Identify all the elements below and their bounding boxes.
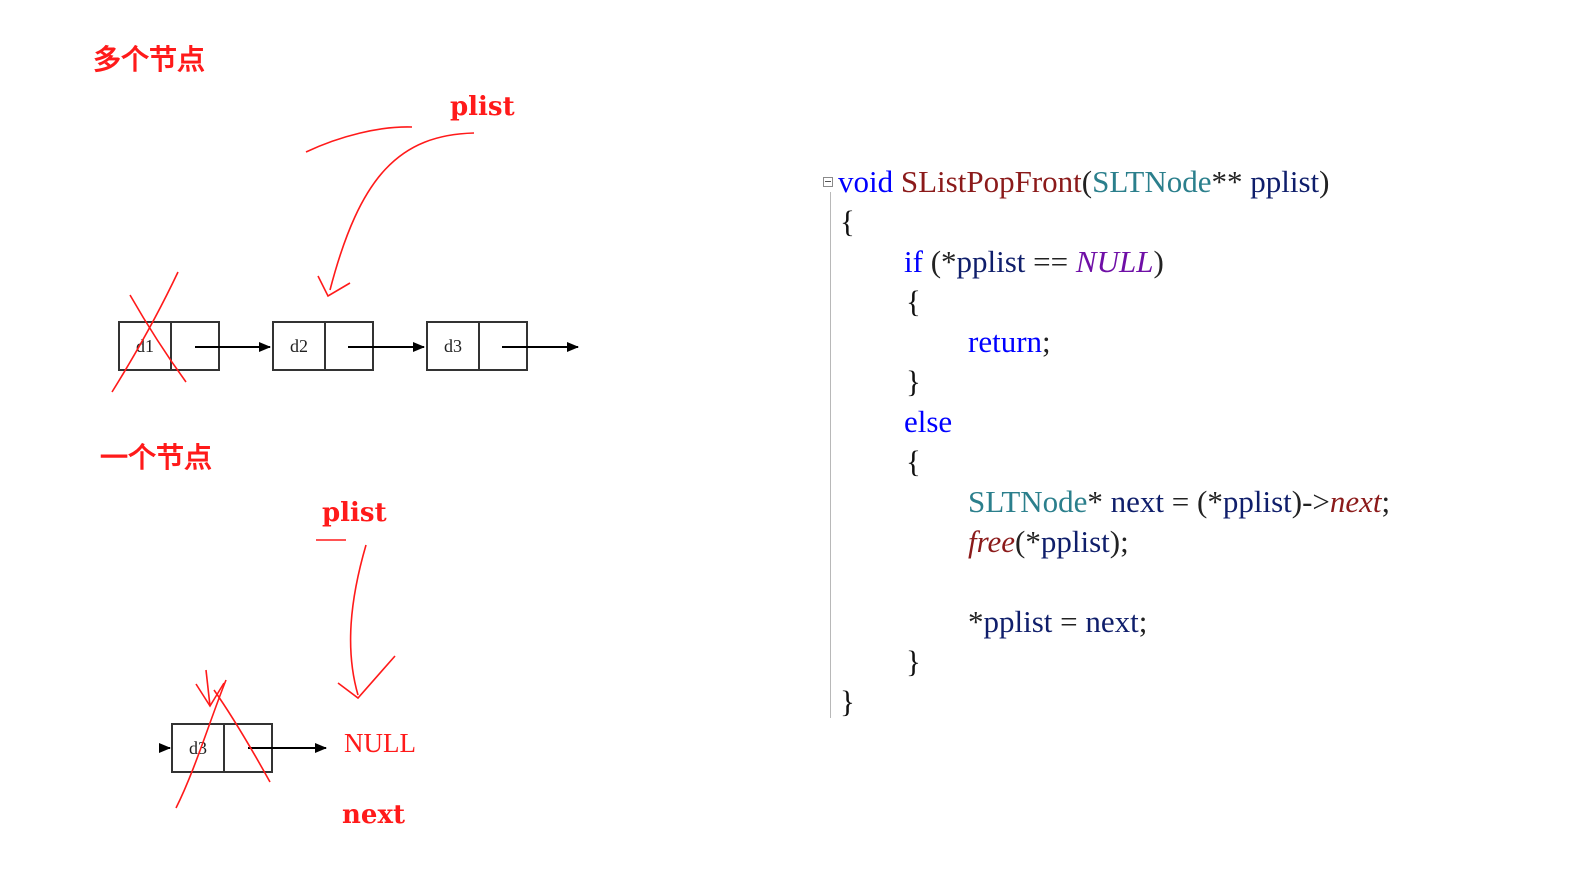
node-data: d1 bbox=[120, 323, 172, 369]
code-line-brace: } bbox=[906, 644, 921, 679]
node-data: d2 bbox=[274, 323, 326, 369]
collapse-icon[interactable] bbox=[823, 177, 833, 187]
multi-node-title: 多个节点 bbox=[93, 43, 206, 76]
code-line-if: if (*pplist == NULL) bbox=[904, 244, 1164, 279]
plist-label-top: plist bbox=[450, 92, 515, 122]
node-next-pointer bbox=[326, 323, 372, 369]
list-node-3: d3 bbox=[426, 321, 528, 371]
plist-pointer-stroke bbox=[337, 655, 396, 700]
node-next-pointer bbox=[172, 323, 218, 369]
single-node-title: 一个节点 bbox=[100, 441, 213, 474]
strike-mark bbox=[195, 682, 225, 708]
code-fold-rail bbox=[830, 192, 831, 718]
plist-pointer-stroke bbox=[349, 544, 367, 696]
code-line-brace: } bbox=[906, 364, 921, 399]
node-next-pointer bbox=[480, 323, 526, 369]
code-line-brace: { bbox=[906, 284, 921, 319]
plist-pointer-stroke bbox=[329, 132, 475, 291]
node-next-pointer bbox=[225, 725, 271, 771]
code-line-free: free(*pplist); bbox=[968, 524, 1129, 559]
code-line-signature: void SListPopFront(SLTNode** pplist) bbox=[838, 164, 1330, 199]
plist-pointer-stroke bbox=[305, 126, 413, 153]
code-line-pplist-assign: *pplist = next; bbox=[968, 604, 1148, 639]
code-line-else: else bbox=[904, 404, 953, 439]
list-node-1: d1 bbox=[118, 321, 220, 371]
node-data: d3 bbox=[428, 323, 480, 369]
code-line-brace: { bbox=[840, 204, 855, 239]
plist-pointer-stroke bbox=[317, 275, 351, 298]
null-label: NULL bbox=[344, 728, 416, 758]
code-line-brace: } bbox=[840, 684, 855, 719]
node-data: d3 bbox=[173, 725, 225, 771]
strike-mark bbox=[205, 669, 211, 707]
list-node-2: d2 bbox=[272, 321, 374, 371]
code-line-brace: { bbox=[906, 444, 921, 479]
code-line-next-assign: SLTNode* next = (*pplist)->next; bbox=[968, 484, 1391, 519]
code-line-return: return; bbox=[968, 324, 1051, 359]
single-list-node: d3 bbox=[171, 723, 273, 773]
plist-label-bottom: plist bbox=[322, 498, 387, 528]
next-label: next bbox=[342, 800, 405, 830]
